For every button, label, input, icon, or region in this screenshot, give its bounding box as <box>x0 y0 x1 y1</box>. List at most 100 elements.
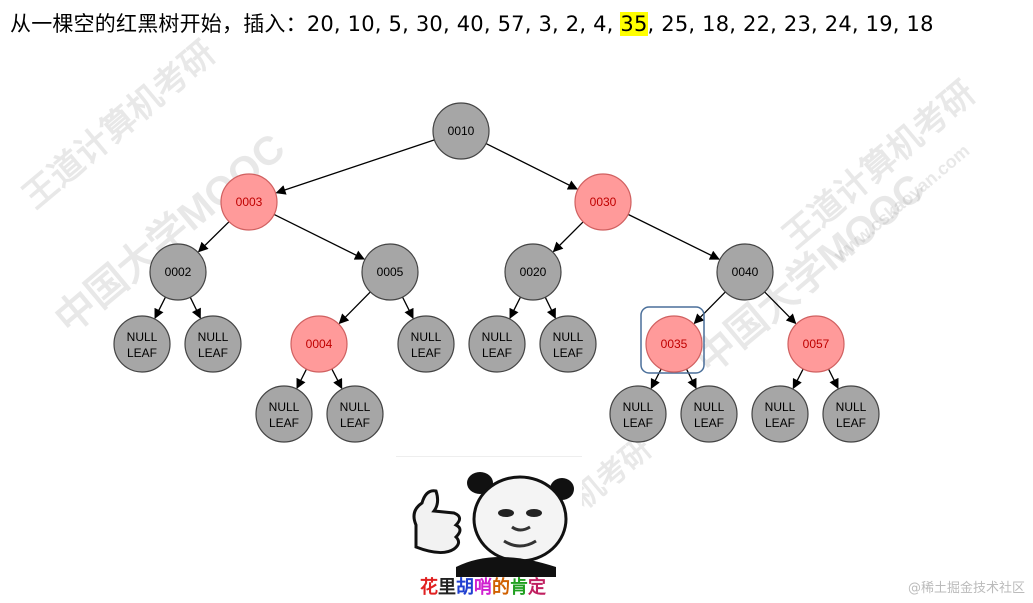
null-leaf-node: NULL LEAF <box>255 385 313 443</box>
tree-edge-n10-n3 <box>275 139 435 195</box>
tree-node-label: 0003 <box>236 195 263 209</box>
tree-node-0010: 0010 <box>432 102 490 160</box>
tree-edge-n57-x11 <box>827 368 839 389</box>
null-leaf-label: LEAF <box>482 346 512 360</box>
panda-meme-image <box>396 456 582 603</box>
null-leaf-label: NULL <box>127 330 158 344</box>
tree-node-0005: 0005 <box>361 243 419 301</box>
null-leaf-circle <box>113 315 171 373</box>
null-leaf-circle <box>397 315 455 373</box>
null-leaf-label: LEAF <box>340 416 370 430</box>
tree-edge-n2-x2 <box>189 296 201 319</box>
null-leaf-node: NULL LEAF <box>326 385 384 443</box>
heading-highlighted-value: 35 <box>620 12 648 36</box>
null-leaf-circle <box>468 315 526 373</box>
null-leaf-node: NULL LEAF <box>113 315 171 373</box>
meme-caption-char-4: 哨 <box>474 577 492 598</box>
null-leaf-label: LEAF <box>127 346 157 360</box>
tree-edge-n40-n57 <box>764 291 797 325</box>
tree-node-circle <box>787 315 845 373</box>
null-leaf-label: NULL <box>340 400 371 414</box>
null-leaf-label: NULL <box>198 330 229 344</box>
tree-edge-n4-x6 <box>296 368 308 389</box>
tree-node-0030: 0030 <box>574 173 632 231</box>
null-leaf-circle <box>184 315 242 373</box>
null-leaf-node: NULL LEAF <box>539 315 597 373</box>
tree-edges <box>154 139 839 390</box>
null-leaf-circle <box>255 385 313 443</box>
null-leaf-label: NULL <box>269 400 300 414</box>
null-leaf-label: LEAF <box>694 416 724 430</box>
null-leaf-label: NULL <box>553 330 584 344</box>
null-leaf-label: NULL <box>765 400 796 414</box>
null-leaf-node: NULL LEAF <box>468 315 526 373</box>
tree-edge-n35-x9 <box>685 368 697 389</box>
heading-prefix: 从一棵空的红黑树开始，插入： <box>10 12 307 36</box>
null-leaf-label: NULL <box>836 400 867 414</box>
null-leaf-circle <box>326 385 384 443</box>
tree-node-label: 0040 <box>732 265 759 279</box>
null-leaf-circle <box>539 315 597 373</box>
tree-node-label: 0020 <box>520 265 547 279</box>
tree-edge-n30-n40 <box>627 213 720 260</box>
heading-sequence-after: , 25, 18, 22, 23, 24, 19, 18 <box>647 12 934 36</box>
tree-node-0035: 0035 <box>640 306 705 374</box>
tree-edge-n57-x10 <box>792 368 804 390</box>
tree-node-circle <box>645 315 703 373</box>
tree-node-0003: 0003 <box>220 173 278 231</box>
tree-edge-n2-x1 <box>154 296 167 319</box>
null-leaf-label: LEAF <box>198 346 228 360</box>
null-leaf-label: NULL <box>411 330 442 344</box>
tree-node-circle <box>149 243 207 301</box>
tree-edge-n3-n5 <box>273 213 365 260</box>
tree-node-label: 0005 <box>377 265 404 279</box>
tree-node-0040: 0040 <box>716 243 774 301</box>
tree-node-circle <box>432 102 490 160</box>
tree-edge-n30-n20 <box>552 221 584 253</box>
null-leaf-circle <box>751 385 809 443</box>
panda-meme-drawing <box>412 472 574 577</box>
meme-caption-char-7: 定 <box>528 577 546 598</box>
footer-credit: @稀土掘金技术社区 <box>907 581 1025 596</box>
tree-node-label: 0002 <box>165 265 192 279</box>
tree-node-0004: 0004 <box>290 315 348 373</box>
tree-node-0002: 0002 <box>149 243 207 301</box>
null-leaf-node: NULL LEAF <box>397 315 455 373</box>
tree-node-circle <box>220 173 278 231</box>
insertion-sequence-heading: 从一棵空的红黑树开始，插入：20, 10, 5, 30, 40, 57, 3, … <box>10 8 934 38</box>
tree-node-circle <box>290 315 348 373</box>
tree-node-0020: 0020 <box>504 243 562 301</box>
null-leaf-label: LEAF <box>553 346 583 360</box>
tree-edge-n5-x3 <box>401 296 414 319</box>
tree-node-circle <box>574 173 632 231</box>
tree-edge-n5-n4 <box>338 291 371 325</box>
null-leaf-label: LEAF <box>623 416 653 430</box>
meme-caption-char-1: 花 <box>420 577 438 598</box>
tree-node-label: 0004 <box>306 337 333 351</box>
tree-edge-n20-x4 <box>509 296 522 319</box>
null-leaf-label: NULL <box>482 330 513 344</box>
tree-node-circle <box>716 243 774 301</box>
tree-nodes: 0010 0003 0030 0002 0005 0020 0040 0004 0035 0057… <box>113 102 880 443</box>
null-leaf-circle <box>680 385 738 443</box>
null-leaf-node: NULL LEAF <box>609 385 667 443</box>
tree-edge-n3-n2 <box>197 221 230 253</box>
meme-caption-char-5: 的 <box>492 577 510 598</box>
tree-node-circle <box>361 243 419 301</box>
meme-caption: 花里胡哨的肯定 <box>420 573 546 599</box>
null-leaf-label: LEAF <box>836 416 866 430</box>
null-leaf-label: LEAF <box>269 416 299 430</box>
meme-caption-char-6: 肯 <box>510 577 528 598</box>
null-leaf-label: NULL <box>623 400 654 414</box>
tree-edge-n35-x8 <box>650 368 662 390</box>
null-leaf-circle <box>822 385 880 443</box>
tree-edge-n4-x7 <box>331 368 343 390</box>
null-leaf-label: LEAF <box>411 346 441 360</box>
null-leaf-node: NULL LEAF <box>822 385 880 443</box>
tree-edge-n20-x5 <box>544 296 556 319</box>
tree-node-0057: 0057 <box>787 315 845 373</box>
tree-node-label: 0010 <box>448 124 475 138</box>
